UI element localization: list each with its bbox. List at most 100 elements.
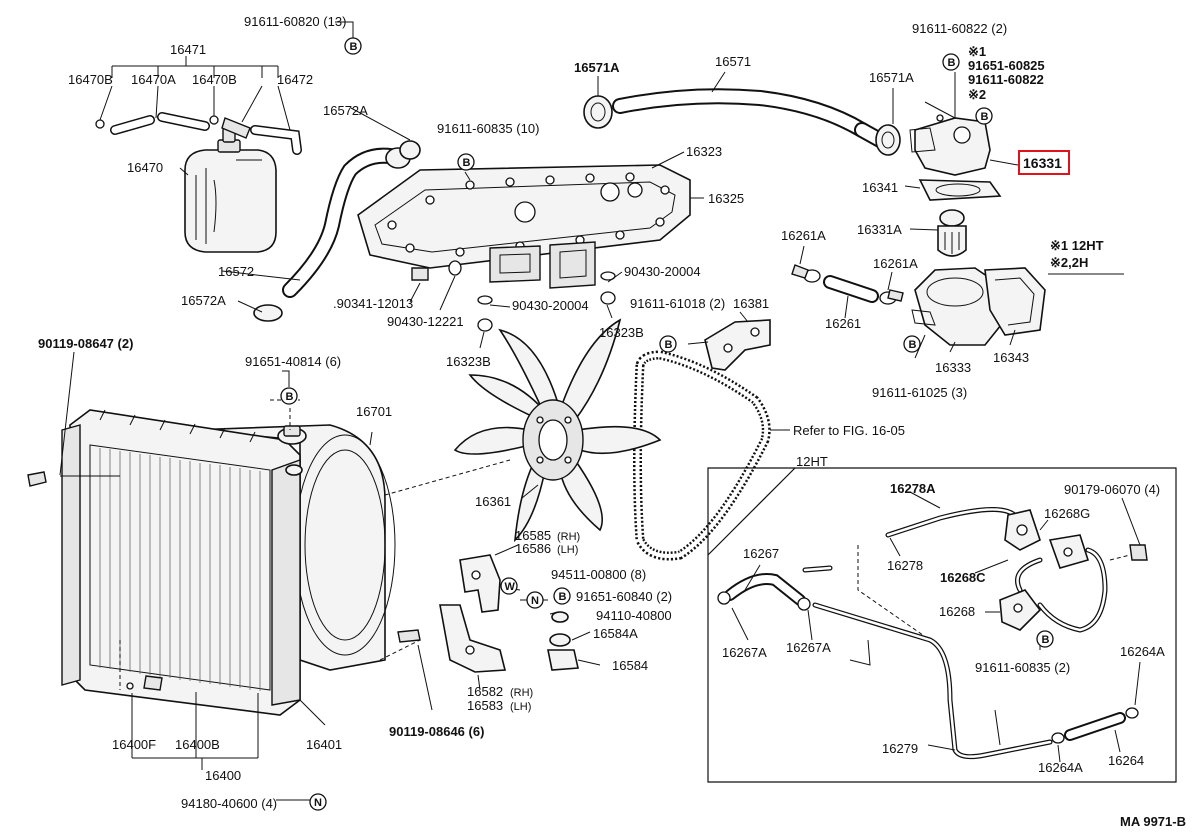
label-16572: 16572 [218, 264, 254, 279]
inset-12ht [707, 467, 1177, 783]
label-16264A-top: 16264A [1120, 644, 1165, 659]
label-16583: 16583 [467, 698, 503, 713]
label-16267A-b: 16267A [786, 640, 831, 655]
label-16278: 16278 [887, 558, 923, 573]
footer-code: MA 9971-B [1120, 814, 1186, 829]
svg-text:B: B [559, 591, 567, 603]
marker-n-2: N [309, 793, 327, 811]
svg-text:B: B [350, 41, 358, 53]
note-2-mark: ※2 [968, 87, 986, 102]
label-16261: 16261 [825, 316, 861, 331]
marker-b-3: B [942, 53, 960, 71]
label-91651-40814: 91651-40814 (6) [245, 354, 341, 369]
label-94511-00800: 94511-00800 (8) [551, 567, 646, 582]
radiator-support-group [397, 544, 601, 711]
label-16333: 16333 [935, 360, 971, 375]
manifold-group [357, 151, 704, 349]
label-91651-60840: 91651-60840 (2) [576, 589, 672, 604]
radiator-core-fins [99, 448, 261, 691]
label-16470A: 16470A [131, 72, 176, 87]
label-91611-60822-2: 91611-60822 (2) [912, 21, 1007, 36]
label-16343: 16343 [993, 350, 1029, 365]
label-16582: 16582 [467, 684, 503, 699]
label-16323B-a: 16323B [599, 325, 644, 340]
label-90341-12013: .90341-12013 [333, 296, 413, 311]
label-91611-60820: 91611-60820 (13) [244, 14, 346, 29]
label-16261A-a: 16261A [781, 228, 826, 243]
label-16470B-b: 16470B [192, 72, 237, 87]
gasket-16341 [918, 179, 1002, 201]
label-16323B-b: 16323B [446, 354, 491, 369]
label-16401: 16401 [306, 737, 342, 752]
label-16701: 16701 [356, 404, 392, 419]
svg-text:B: B [665, 339, 673, 351]
label-16261A-b: 16261A [873, 256, 918, 271]
marker-b-7: B [280, 370, 298, 405]
svg-text:B: B [948, 57, 956, 69]
svg-text:B: B [981, 111, 989, 123]
label-91611-61018: 91611-61018 (2) [630, 296, 725, 311]
gasket-16343 [984, 267, 1046, 336]
label-16341: 16341 [862, 180, 898, 195]
reservoir-tank-16470 [184, 149, 277, 253]
marker-b-9: B [1036, 630, 1054, 648]
label-16582-rh: (RH) [510, 687, 533, 699]
fan-shroud-16701 [189, 424, 386, 671]
label-90119-08646: 90119-08646 (6) [389, 724, 484, 739]
label-16400B: 16400B [175, 737, 220, 752]
label-16400: 16400 [205, 768, 241, 783]
label-16323: 16323 [686, 144, 722, 159]
svg-text:B: B [463, 157, 471, 169]
label-16268: 16268 [939, 604, 975, 619]
water-inlet-group [791, 245, 1046, 359]
marker-b-5: B [659, 335, 677, 353]
cooling-fan-16361 [453, 318, 662, 543]
label-91611-61025: 91611-61025 (3) [872, 385, 967, 400]
label-16278A: 16278A [890, 481, 936, 496]
label-16571A-bold: 16571A [574, 60, 620, 75]
label-16331: 16331 [1023, 155, 1062, 171]
markers: B B B B B B B B B W N N [280, 21, 1054, 811]
label-16585: 16585 [515, 528, 551, 543]
bracket-16381-group [687, 311, 771, 371]
label-16267A-a: 16267A [722, 645, 767, 660]
label-16264: 16264 [1108, 753, 1144, 768]
label-16267: 16267 [743, 546, 779, 561]
label-16470B-a: 16470B [68, 72, 113, 87]
label-16471: 16471 [170, 42, 206, 57]
label-91611-60835-10: 91611-60835 (10) [437, 121, 539, 136]
highlight-box-16331 [1018, 150, 1070, 175]
thermostat-housing-group [904, 72, 1019, 257]
bracket-16381 [704, 319, 771, 371]
label-16572A-top: 16572A [323, 103, 368, 118]
label-box-12ht: 12HT [796, 454, 828, 469]
legend-1: ※1 12HT [1050, 238, 1104, 253]
label-16571A: 16571A [869, 70, 914, 85]
marker-b-2: B [457, 153, 475, 171]
label-91611-60822: 91611-60822 [968, 72, 1044, 87]
bracket-16585 [459, 554, 501, 613]
label-90430-12221: 90430-12221 [387, 314, 464, 329]
legend-2: ※2,2H [1050, 255, 1088, 270]
label-94180-40600: 94180-40600 (4) [181, 796, 277, 811]
label-16268C: 16268C [940, 570, 986, 585]
water-outlet-16331 [914, 117, 991, 176]
reservoir-group [95, 56, 302, 253]
label-16279: 16279 [882, 741, 918, 756]
note-1-mark: ※1 [968, 44, 986, 59]
marker-w: W [500, 577, 518, 595]
label-16586-lh: (LH) [557, 544, 578, 556]
label-90119-08647: 90119-08647 (2) [38, 336, 133, 351]
svg-text:N: N [531, 595, 539, 607]
label-16470: 16470 [127, 160, 163, 175]
label-16584: 16584 [612, 658, 648, 673]
hose-16571-group [583, 71, 901, 156]
svg-text:W: W [505, 581, 516, 593]
label-90179-06070: 90179-06070 (4) [1064, 482, 1160, 497]
label-16583-lh: (LH) [510, 701, 531, 713]
manifold-bolt-holes [387, 172, 670, 257]
label-90430-20004-a: 90430-20004 [512, 298, 589, 313]
marker-b-6: B [903, 335, 921, 353]
